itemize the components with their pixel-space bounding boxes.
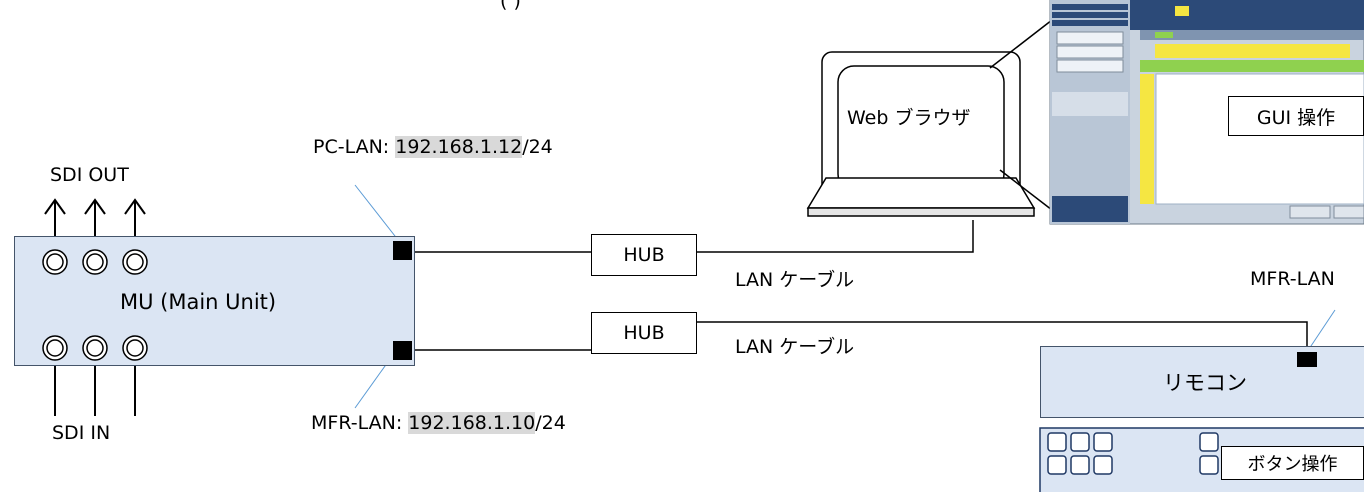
laptop-base-edge xyxy=(807,207,1035,217)
web-browser-label: Web ブラウザ xyxy=(847,107,971,129)
top-partial-text: ( ) xyxy=(500,0,521,12)
mfr-lan-port xyxy=(393,341,412,360)
sdi-out-arrowhead-2 xyxy=(84,198,106,215)
sdi-out-arrowhead-3 xyxy=(124,198,146,215)
sdi-out-label: SDI OUT xyxy=(50,164,129,186)
gui-tree xyxy=(1052,92,1128,116)
gui-menu-btn-2 xyxy=(1056,45,1124,59)
lan-cable-label-2: LAN ケーブル xyxy=(735,336,855,358)
sdi-out-arrowhead-1 xyxy=(44,198,66,215)
hub-pc: HUB xyxy=(591,234,697,276)
gui-menu-btn-1 xyxy=(1056,31,1124,45)
zoom-line-top xyxy=(989,19,1053,69)
main-unit-label: MU (Main Unit) xyxy=(120,290,277,314)
pc-lan-callout xyxy=(354,184,403,246)
lan-cable-label-1: LAN ケーブル xyxy=(735,269,855,291)
sdi-in-label: SDI IN xyxy=(52,422,111,444)
gui-dest-header xyxy=(1140,60,1364,72)
pc-lan-port xyxy=(393,241,412,260)
gui-operation-label: GUI 操作 xyxy=(1228,96,1364,136)
pc-lan-address: PC-LAN: 192.168.1.12/24 xyxy=(313,136,553,158)
main-unit xyxy=(14,236,415,366)
gui-menu-btn-3 xyxy=(1056,59,1124,73)
hub-mfr: HUB xyxy=(591,312,697,354)
cable-hub-laptop xyxy=(696,220,974,253)
gui-logo-bar xyxy=(1052,196,1128,222)
laptop xyxy=(806,19,1053,217)
gui-row-labels xyxy=(1140,74,1154,204)
gui-header xyxy=(1130,0,1364,30)
gui-matrix xyxy=(1155,73,1364,205)
cable-hub-remote xyxy=(696,321,1308,346)
button-operation-label: ボタン操作 xyxy=(1221,446,1364,480)
sdi-connectors xyxy=(42,249,148,361)
mfr-lan-remote-label: MFR-LAN xyxy=(1250,268,1335,290)
remote-lan-port xyxy=(1297,352,1317,367)
gui-source-row xyxy=(1155,44,1350,58)
zoom-line-bottom xyxy=(999,169,1053,211)
mfr-lan-address: MFR-LAN: 192.168.1.10/24 xyxy=(311,412,566,434)
laptop-keyboard xyxy=(806,177,1036,209)
